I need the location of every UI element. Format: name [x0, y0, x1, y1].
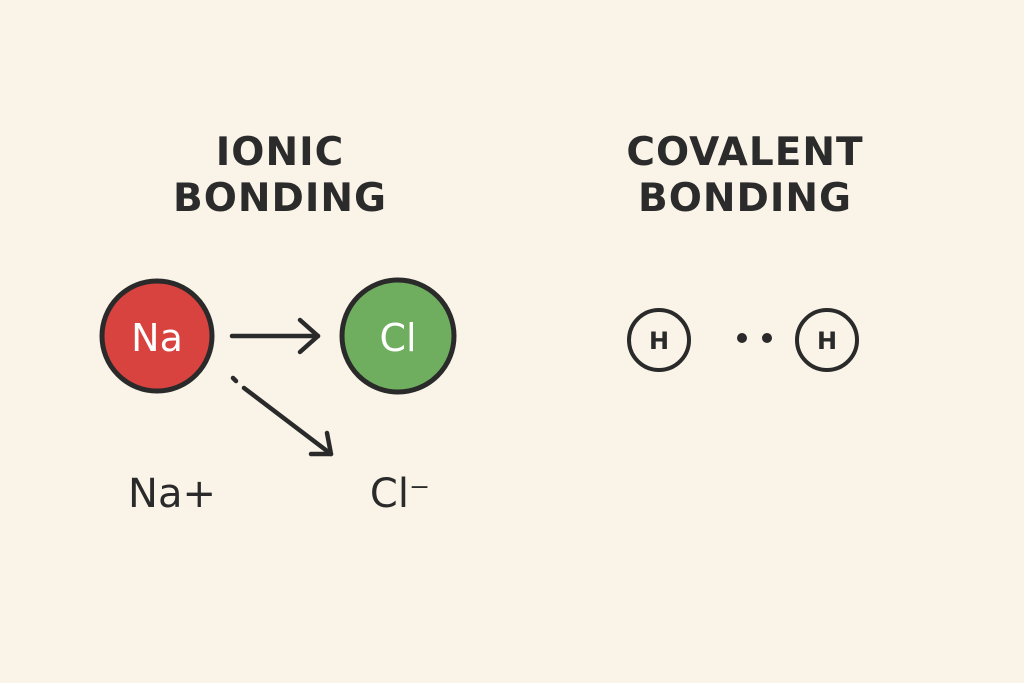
shared-electron-1 [737, 333, 747, 343]
hydrogen-atom-left: H [627, 308, 691, 372]
sodium-atom-circle [99, 278, 215, 394]
ion-arrow-tail-dot [230, 375, 239, 384]
chlorine-atom: Cl [339, 277, 457, 395]
chlorine-atom-circle [339, 277, 457, 395]
hydrogen-atom-right: H [795, 308, 859, 372]
shared-electron-2 [762, 333, 772, 343]
ion-formation-arrow [230, 375, 334, 457]
hydrogen-right-circle [795, 308, 859, 372]
chloride-ion-label: Cl⁻ [370, 471, 430, 517]
ion-arrow-head [308, 430, 334, 457]
transfer-arrow-head [297, 317, 321, 355]
ionic-title-line-1: IONIC [215, 130, 345, 175]
sodium-atom-symbol: Na [131, 316, 183, 360]
hydrogen-left-circle [627, 308, 691, 372]
hydrogen-right-symbol: H [817, 327, 837, 355]
covalent-title-line-2: BONDING [637, 176, 853, 221]
shared-electron-pair [737, 333, 772, 343]
chlorine-atom-symbol: Cl [379, 316, 416, 360]
covalent-bonding-title: COVALENT BONDING [590, 130, 900, 222]
sodium-atom: Na [99, 278, 215, 394]
ion-arrow-shaft [241, 385, 334, 457]
sodium-ion-label: Na+ [128, 471, 216, 517]
electron-transfer-arrow [229, 317, 321, 355]
ionic-bonding-title: IONIC BONDING [130, 130, 430, 222]
ionic-title-line-2: BONDING [172, 176, 388, 221]
covalent-title-line-1: COVALENT [626, 130, 864, 175]
hydrogen-left-symbol: H [649, 327, 669, 355]
